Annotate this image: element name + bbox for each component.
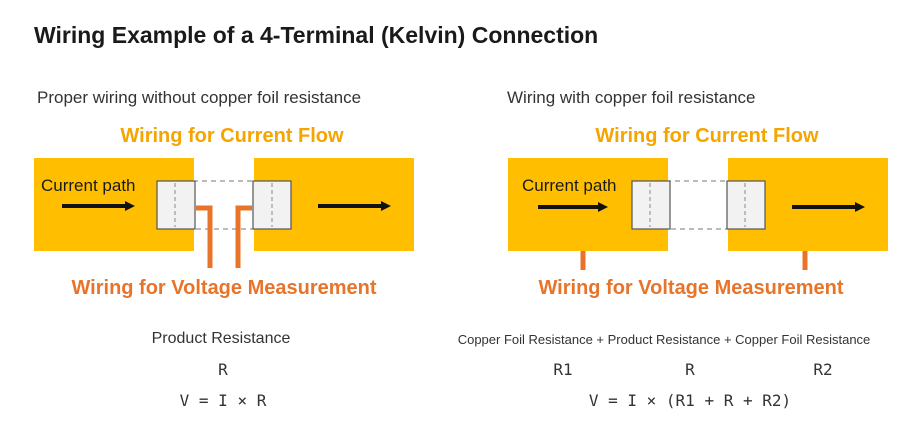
- page-title: Wiring Example of a 4-Terminal (Kelvin) …: [34, 22, 599, 48]
- right-terminal-right: [726, 180, 766, 230]
- left-resistance-heading: Product Resistance: [151, 330, 291, 347]
- left-diagram: [34, 158, 414, 268]
- left-voltage-wire-right: [235, 205, 252, 268]
- right-symbol-r1: R1: [553, 360, 573, 379]
- left-current-path-label: Current path: [41, 176, 136, 195]
- left-formula: V = I × R: [179, 391, 267, 410]
- right-symbol-r2: R2: [813, 360, 833, 379]
- right-resistance-heading: Copper Foil Resistance + Product Resista…: [457, 332, 871, 347]
- left-voltage-wiring-label: Wiring for Voltage Measurement: [71, 277, 377, 299]
- right-diagram: [508, 158, 888, 270]
- right-voltage-wiring-label: Wiring for Voltage Measurement: [538, 277, 844, 299]
- left-terminal-left: [156, 180, 196, 230]
- left-symbol-r: R: [218, 360, 228, 379]
- left-voltage-wire-left: [196, 205, 213, 268]
- right-caption: Wiring with copper foil resistance: [507, 88, 756, 107]
- left-caption: Proper wiring without copper foil resist…: [37, 88, 362, 107]
- right-current-path-label: Current path: [522, 176, 617, 195]
- right-current-wiring-label: Wiring for Current Flow: [595, 125, 819, 147]
- right-formula: V = I × (R1 + R + R2): [588, 391, 792, 410]
- right-symbol-r: R: [685, 360, 695, 379]
- left-current-wiring-label: Wiring for Current Flow: [120, 125, 344, 147]
- right-terminal-left: [631, 180, 671, 230]
